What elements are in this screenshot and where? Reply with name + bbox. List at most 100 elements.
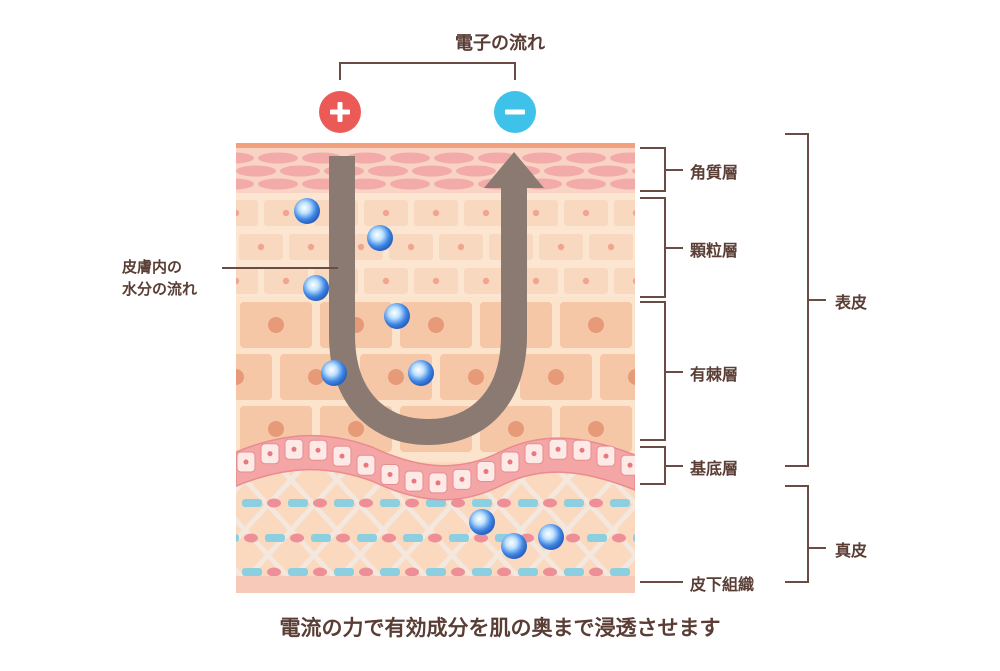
collagen-fiber: [742, 470, 852, 590]
spinous-nucleus: [348, 421, 364, 437]
granular-nucleus: [282, 209, 290, 217]
collagen-fiber: [6, 470, 116, 590]
bracket-shinpi: [785, 485, 809, 583]
collagen-fiber: [98, 470, 208, 590]
particle: [469, 509, 495, 535]
label-yuukyoku: 有棘層: [690, 365, 739, 384]
corneum-cell: [280, 165, 320, 177]
corneum-cell: [610, 152, 635, 164]
granular-nucleus: [632, 209, 635, 217]
basal-nucleus: [363, 462, 369, 468]
dermis-fiber-blue: [196, 568, 216, 576]
label-kakushitsu: 角質層: [690, 163, 739, 182]
corneum-cell: [346, 178, 386, 190]
collagen-fiber: [926, 470, 1000, 590]
granular-nucleus: [236, 277, 240, 285]
corneum-cell: [654, 153, 694, 164]
spinous-nucleus: [588, 421, 604, 437]
corneum-cell: [434, 178, 474, 190]
spinous-nucleus: [236, 369, 244, 385]
bracket-kitei: [640, 446, 666, 485]
basal-nucleus: [315, 447, 321, 453]
granular-nucleus: [282, 277, 290, 285]
granular-nucleus: [582, 209, 590, 217]
basal-nucleus: [579, 447, 585, 453]
basal-nucleus: [507, 459, 513, 465]
dermis-fiber-blue: [472, 568, 492, 576]
dermis-cell-pink: [543, 567, 557, 577]
dermis-fiber-blue: [656, 568, 676, 576]
dermis-cell-pink: [658, 534, 672, 543]
collagen-fiber: [0, 470, 24, 590]
annotation-line-2: 水分の流れ: [122, 280, 198, 298]
dermis-cell-pink: [267, 498, 281, 508]
water-flow-annotation: 皮膚内の 水分の流れ: [122, 256, 197, 300]
granular-nucleus: [607, 243, 615, 251]
basal-nucleus: [459, 476, 465, 482]
granular-cell: [236, 200, 258, 226]
granular-cell: [614, 268, 635, 294]
annotation-line-1: 皮膚内の: [122, 258, 183, 276]
basal-nucleus: [603, 453, 609, 459]
dermis-cell-pink: [681, 499, 695, 508]
corneum-cell: [258, 178, 298, 190]
dermis-fiber-blue: [564, 499, 584, 507]
spinous-nucleus: [428, 317, 444, 333]
corneum-cell: [522, 152, 562, 164]
dermis-fiber-blue: [518, 568, 538, 576]
granular-nucleus: [407, 243, 415, 251]
collagen-fiber: [788, 470, 898, 590]
corneum-cell: [566, 178, 606, 190]
dermis-fiber-blue: [587, 534, 607, 542]
bracket-yuukyoku: [640, 301, 666, 441]
spinous-nucleus: [268, 421, 284, 437]
spinous-nucleus: [468, 369, 484, 385]
dermis-cell-pink: [405, 498, 419, 508]
corneum-cell: [346, 152, 386, 164]
dermis-cell-pink: [221, 499, 235, 508]
dermis-fiber-blue: [357, 534, 377, 542]
corneum-cell: [632, 168, 635, 174]
particle: [303, 275, 329, 301]
basal-nucleus: [627, 462, 633, 468]
dermis-fiber-blue: [633, 534, 635, 542]
spinous-cell: [640, 302, 712, 348]
granular-nucleus: [432, 277, 440, 285]
collagen-fiber: [788, 470, 898, 590]
basal-nucleus: [555, 446, 561, 452]
dermis-cell-pink: [382, 533, 396, 543]
dermis-fiber-blue: [196, 499, 216, 507]
dermis-fiber-blue: [610, 568, 630, 576]
particle: [538, 524, 564, 550]
spinous-nucleus: [628, 369, 635, 385]
particle: [501, 533, 527, 559]
dermis-cell-pink: [612, 533, 626, 543]
dermis-fiber-blue: [656, 499, 676, 507]
corneum-cell: [236, 152, 254, 164]
stratum-corneum: [236, 143, 694, 193]
bracket-kakushitsu: [640, 147, 666, 192]
collagen-fiber: [880, 470, 990, 590]
granular-nucleus: [357, 243, 365, 251]
spinous-nucleus: [548, 369, 564, 385]
bracket-karyuu: [640, 197, 666, 298]
basal-nucleus: [411, 478, 417, 484]
active-ingredient-particles: [294, 198, 564, 559]
collagen-fiber: [972, 470, 1000, 590]
corneum-cell: [654, 179, 694, 190]
corneum-cell: [434, 152, 474, 164]
collagen-fiber: [6, 470, 116, 590]
dermis-fiber-blue: [236, 534, 239, 542]
spinous-cell: [640, 406, 712, 452]
collagen-fiber: [742, 470, 852, 590]
collagen-fiber: [52, 470, 162, 590]
spinous-nucleus: [188, 317, 204, 333]
granular-nucleus: [658, 244, 664, 250]
granular-nucleus: [382, 209, 390, 217]
spinous-nucleus: [188, 421, 204, 437]
spinous-nucleus: [308, 369, 324, 385]
corneum-cell: [566, 152, 606, 164]
spinous-nucleus: [268, 317, 284, 333]
